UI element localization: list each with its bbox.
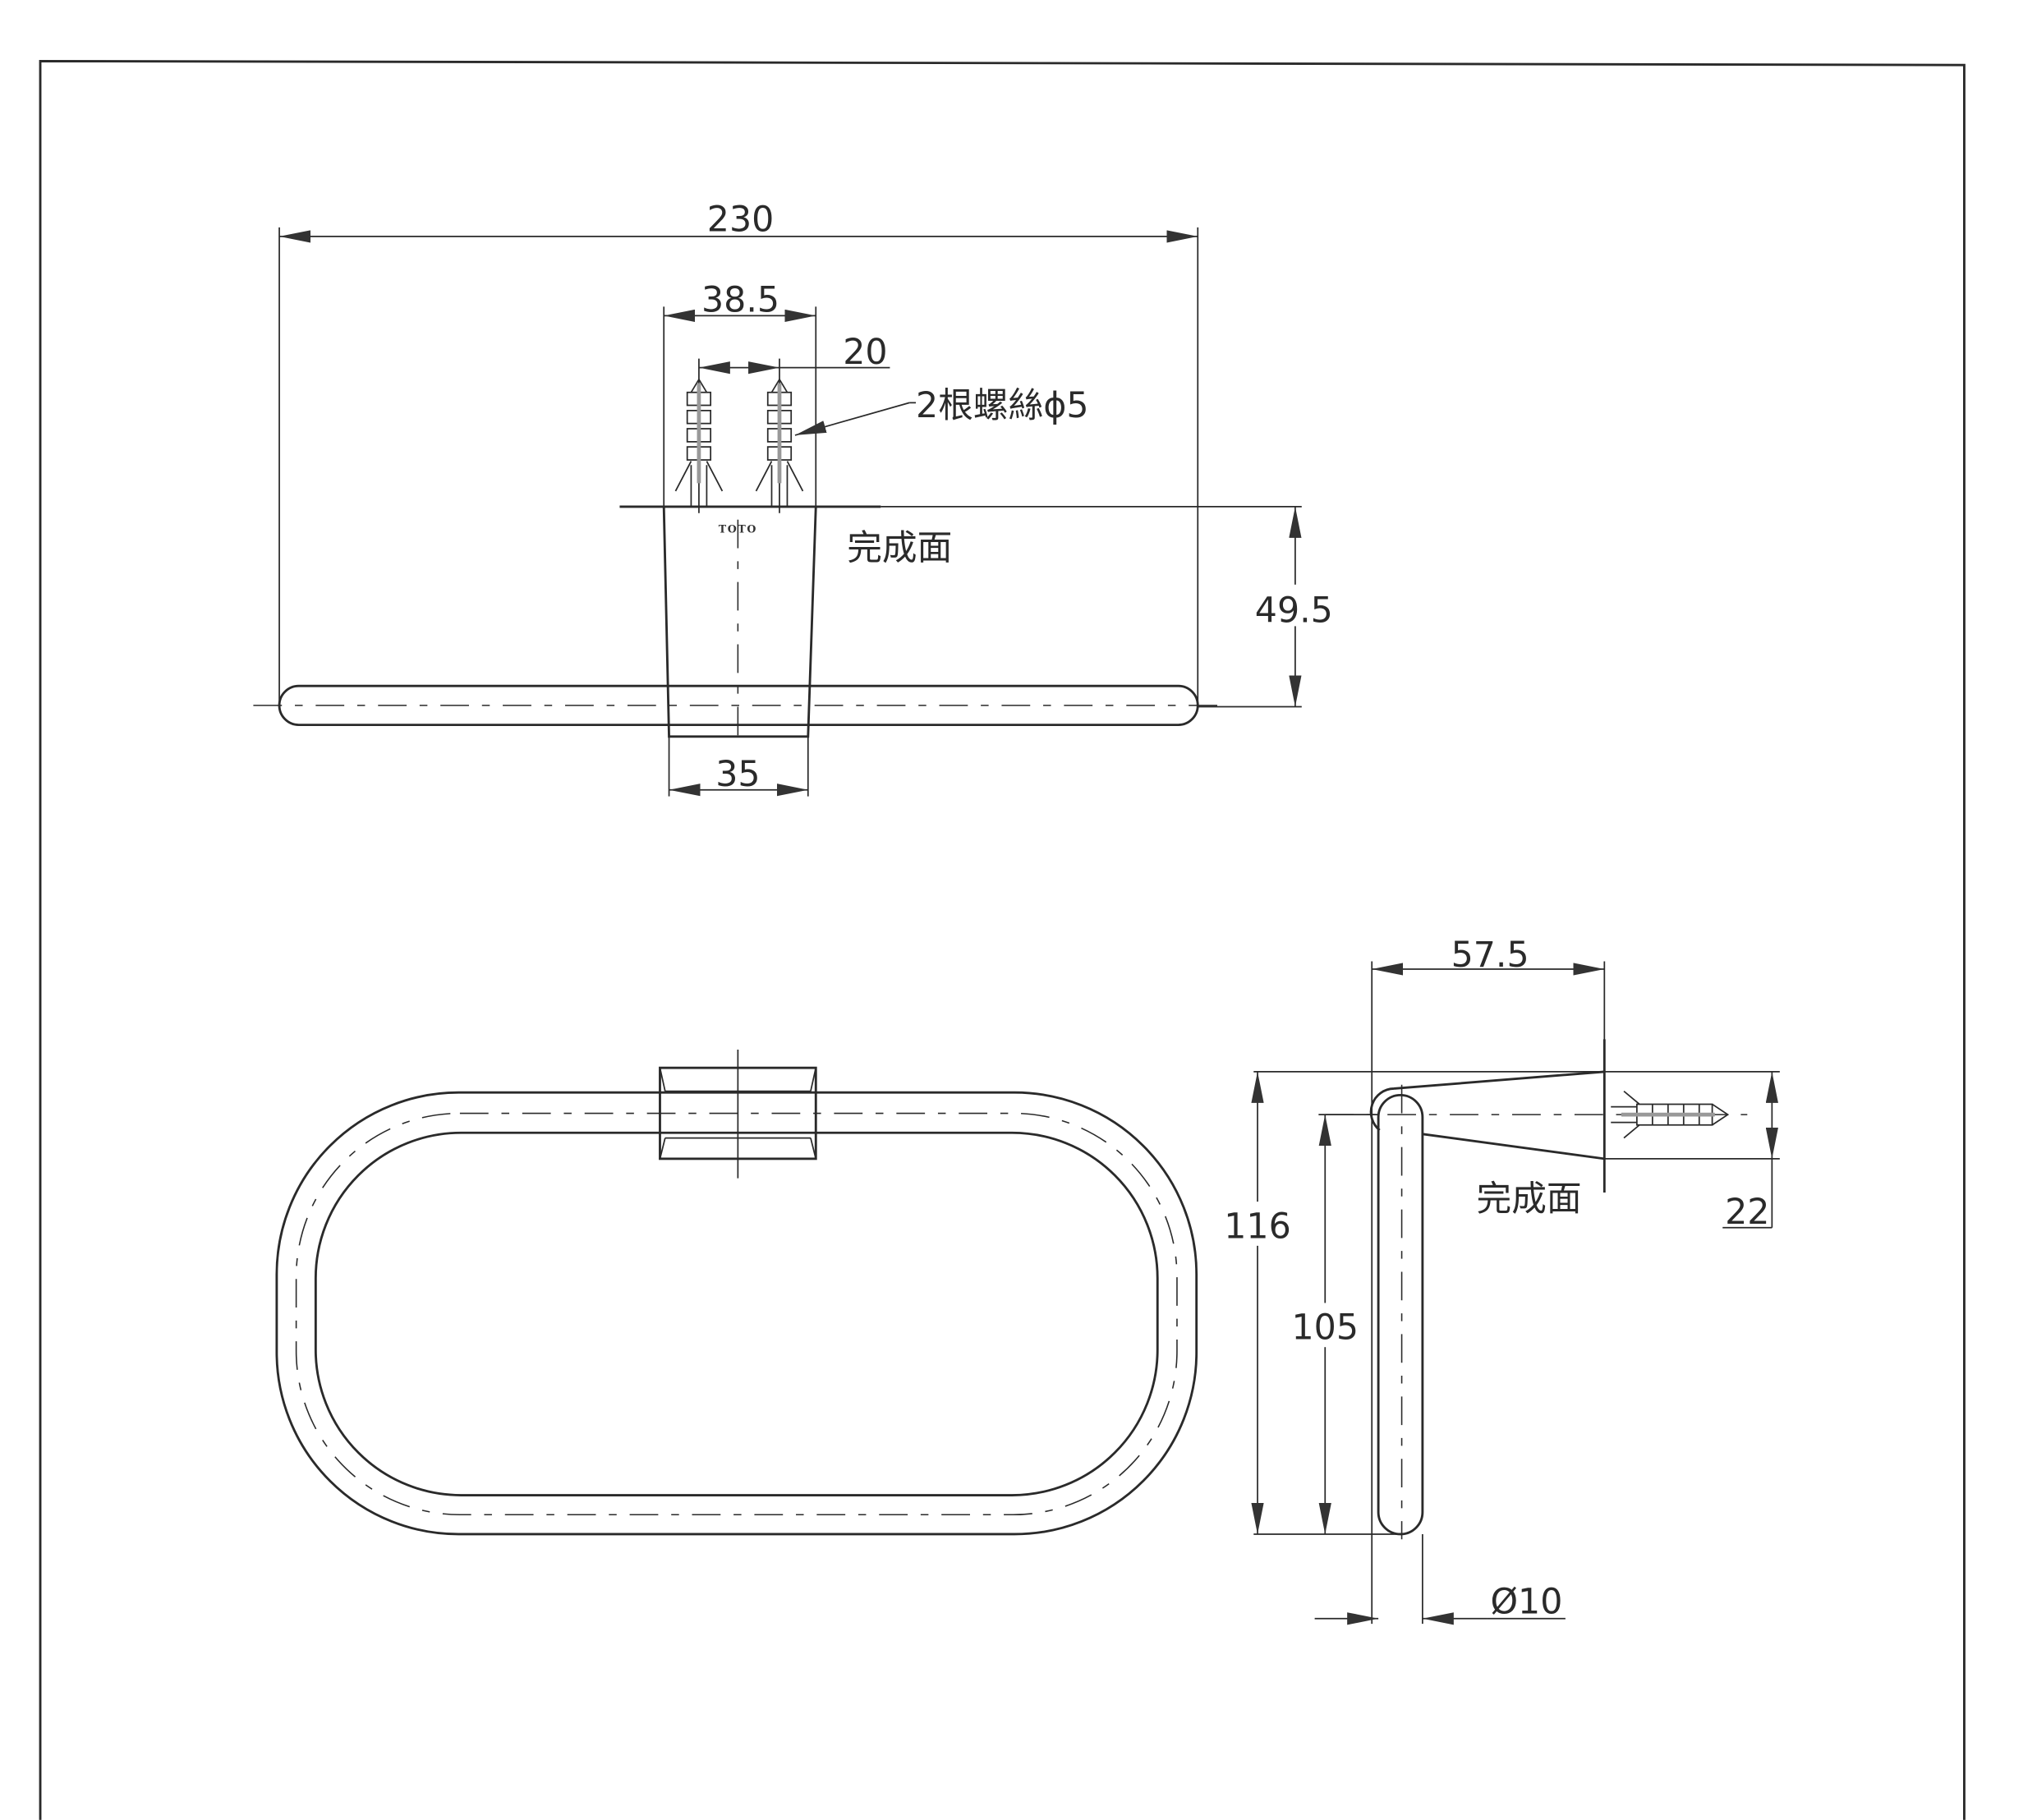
dim-35-label: 35	[715, 754, 760, 795]
screw-anchor-icon	[755, 378, 804, 507]
toto-logo: TOTO	[719, 523, 757, 535]
front-view	[275, 1050, 1198, 1536]
dim-57-5-label: 57.5	[1451, 935, 1529, 976]
screw-note: 2根螺絲ϕ5	[916, 385, 1089, 426]
dim-230-label: 230	[707, 200, 774, 241]
finish-surface-label: 完成面	[1477, 1179, 1582, 1220]
dim-116-label: 116	[1224, 1206, 1290, 1247]
dim-22-label: 22	[1725, 1192, 1769, 1233]
side-view: 57.5 22 完成面 116 105	[1216, 935, 1780, 1625]
ring-rod-side	[1377, 1093, 1424, 1536]
screw-anchor-icon	[674, 378, 724, 507]
dim-49-5-label: 49.5	[1255, 591, 1333, 632]
dim-105-label: 105	[1292, 1308, 1359, 1349]
dim-20-label: 20	[843, 332, 887, 373]
top-view: 230 38.5 20 2根螺絲ϕ5 完成面 TOTO	[253, 200, 1341, 797]
drawing-frame	[39, 59, 1966, 1820]
dim-diameter-label: Ø10	[1490, 1581, 1562, 1622]
mount-base	[662, 506, 817, 738]
finish-surface-label: 完成面	[847, 528, 952, 569]
ring-outer	[275, 1091, 1198, 1536]
screw-anchor-icon	[1611, 1090, 1730, 1139]
dim-38-5-label: 38.5	[701, 280, 779, 321]
ring-inner	[314, 1131, 1159, 1496]
